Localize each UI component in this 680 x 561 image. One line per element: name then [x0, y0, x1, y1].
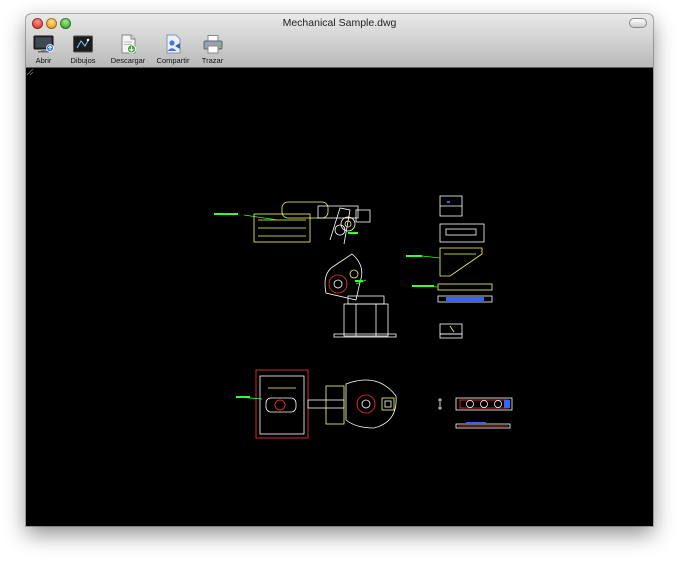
drawing-canvas[interactable] — [26, 68, 653, 526]
open-button[interactable]: Abrir — [28, 34, 59, 65]
window-title: Mechanical Sample.dwg — [282, 17, 397, 29]
part-details-lower-right — [438, 397, 513, 429]
app-window: Mechanical Sample.dwg Abrir — [26, 14, 653, 526]
printer-icon — [203, 35, 222, 54]
drawings-icon — [73, 35, 93, 53]
download-document-icon — [121, 34, 136, 54]
close-window-button[interactable] — [32, 18, 43, 29]
cad-drawing — [214, 195, 513, 439]
robot-arm-top-view — [236, 369, 397, 439]
robot-arm-side-view — [214, 201, 397, 338]
share-button[interactable]: Compartir — [152, 34, 194, 65]
plot-button[interactable]: Trazar — [197, 34, 228, 65]
share-user-icon — [166, 34, 181, 54]
minimize-window-button[interactable] — [46, 18, 57, 29]
open-monitor-icon — [33, 35, 54, 53]
share-button-label: Compartir — [156, 56, 190, 65]
zoom-window-button[interactable] — [60, 18, 71, 29]
plot-button-label: Trazar — [201, 56, 224, 65]
open-button-label: Abrir — [35, 56, 52, 65]
drawings-button-label: Dibujos — [70, 56, 96, 65]
drawings-button[interactable]: Dibujos — [62, 34, 104, 65]
download-button-label: Descargar — [110, 56, 146, 65]
title-bar: Mechanical Sample.dwg Abrir — [26, 14, 653, 68]
toolbar-toggle-button[interactable] — [629, 18, 647, 28]
download-button[interactable]: Descargar — [107, 34, 149, 65]
resize-grip-icon[interactable] — [26, 68, 34, 76]
toolbar: Abrir Dibujos Descarg — [28, 34, 228, 65]
part-details-right — [406, 195, 493, 339]
